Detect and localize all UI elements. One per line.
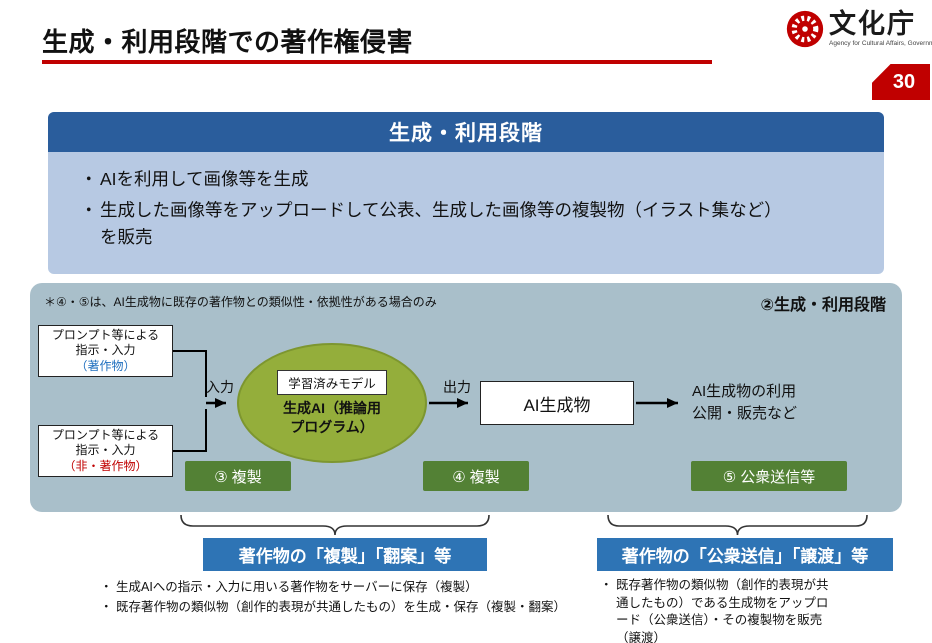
left-brace: [180, 514, 490, 536]
prompt-box-line: 指示・入力: [75, 443, 136, 458]
overview-bullet: 生成した画像等をアップロードして公表、生成した画像等の複製物（イラスト集など）を…: [80, 197, 780, 251]
agency-subtitle: Agency for Cultural Affairs, Government …: [829, 40, 932, 47]
badge-copy-3: ③ 複製: [185, 461, 291, 491]
usage-text: AI生成物の利用 公開・販売など: [692, 381, 797, 425]
transmission-transfer-label: 著作物の「公衆送信」「譲渡」等: [597, 538, 893, 571]
right-notes-list: 既存著作物の類似物（創作的表現が共通したもの）である生成物をアップロード（公衆送…: [600, 577, 840, 643]
prompt-box-line: プロンプト等による: [51, 327, 160, 342]
page-number-badge: 30: [872, 64, 930, 100]
prompt-box-line: 指示・入力: [75, 343, 136, 358]
generative-ai-label: 生成AI（推論用 プログラム）: [283, 399, 381, 435]
agency-logo-text: 文化庁 Agency for Cultural Affairs, Governm…: [829, 9, 932, 48]
page-number: 30: [892, 70, 916, 93]
stage-label: ②生成・利用段階: [760, 297, 886, 314]
trained-model-chip: 学習済みモデル: [277, 370, 387, 396]
generative-ai-ellipse: 学習済みモデル 生成AI（推論用 プログラム）: [237, 343, 427, 463]
agency-name: 文化庁: [829, 9, 916, 39]
prompt-box-line: プロンプト等による: [51, 427, 160, 442]
agency-emblem-icon: [786, 10, 824, 48]
prompt-box-copyright-tag: （著作物）: [75, 358, 136, 373]
output-label: 出力: [443, 379, 471, 395]
reproduction-adaptation-label: 著作物の「複製」「翻案」等: [203, 538, 487, 571]
overview-panel: 生成・利用段階 AIを利用して画像等を生成 生成した画像等をアップロードして公表…: [48, 112, 884, 274]
title-underline: [42, 60, 712, 64]
note-item: 生成AIへの指示・入力に用いる著作物をサーバーに保存（複製）: [100, 579, 580, 597]
prompt-box-non-copyrighted: プロンプト等による 指示・入力 （非・著作物）: [38, 425, 173, 477]
prompt-box-noncopyright-tag: （非・著作物）: [63, 458, 148, 473]
left-notes-list: 生成AIへの指示・入力に用いる著作物をサーバーに保存（複製） 既存著作物の類似物…: [100, 579, 580, 618]
usage-line: 公開・販売など: [692, 404, 798, 422]
diagram-panel: ＊④・⑤は、AI生成物に既存の著作物との類似性・依拠性がある場合のみ ②生成・利…: [30, 283, 902, 512]
generative-ai-line: プログラム）: [290, 418, 374, 435]
input-label: 入力: [206, 379, 234, 395]
generative-ai-line: 生成AI（推論用: [283, 400, 381, 417]
overview-header: 生成・利用段階: [48, 112, 884, 152]
page-title: 生成・利用段階での著作権侵害: [42, 27, 414, 57]
prompt-box-copyrighted: プロンプト等による 指示・入力 （著作物）: [38, 325, 173, 377]
right-brace: [607, 514, 868, 536]
usage-line: AI生成物の利用: [692, 383, 797, 400]
overview-bullet-list: AIを利用して画像等を生成 生成した画像等をアップロードして公表、生成した画像等…: [48, 152, 884, 251]
overview-title: 生成・利用段階: [389, 122, 543, 145]
diagram-note: ＊④・⑤は、AI生成物に既存の著作物との類似性・依拠性がある場合のみ: [44, 295, 437, 309]
note-item: 既存著作物の類似物（創作的表現が共通したもの）を生成・保存（複製・翻案）: [100, 599, 580, 617]
overview-bullet: AIを利用して画像等を生成: [80, 166, 780, 193]
badge-transmit-5: ⑤ 公衆送信等: [691, 461, 847, 491]
agency-logo: 文化庁 Agency for Cultural Affairs, Governm…: [786, 10, 932, 48]
ai-output-box: AI生成物: [480, 381, 634, 425]
badge-copy-4: ④ 複製: [423, 461, 529, 491]
note-item: 既存著作物の類似物（創作的表現が共通したもの）である生成物をアップロード（公衆送…: [600, 577, 840, 643]
